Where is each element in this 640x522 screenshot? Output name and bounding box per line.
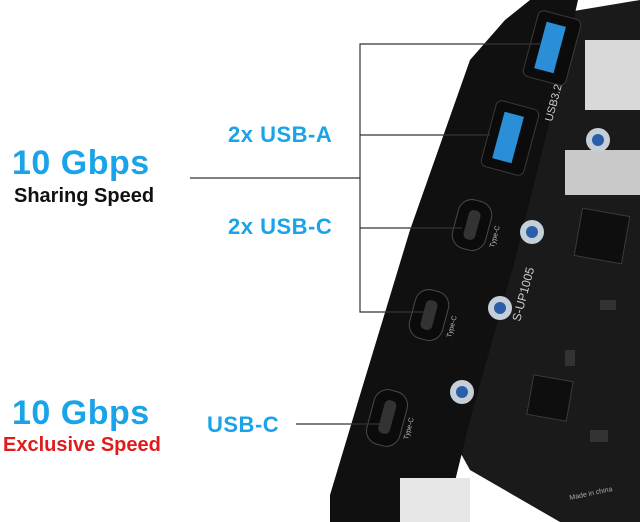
sharing-speed-value: 10 Gbps [12,144,150,182]
capacitor-3 [488,296,512,320]
controller-chip [573,207,631,265]
exclusive-speed-value: 10 Gbps [12,394,150,432]
component-1 [600,300,616,310]
capacitor-4 [450,380,474,404]
usb-c-port-1 [451,199,493,251]
callout-lines [190,43,540,425]
sharing-speed-caption: Sharing Speed [14,185,155,207]
usb-c-port-3 [365,389,409,447]
capacitor-1 [586,128,610,152]
bracket-tab-mid [565,150,640,195]
usb-a-port-2 [480,100,540,176]
exclusive-speed-caption: Exclusive Speed [3,434,161,456]
usb-c-port-2 [408,289,450,341]
usb-a-port-1 [522,10,582,86]
bracket-tab-top [585,40,640,110]
component-3 [590,430,608,442]
component-2 [565,350,575,366]
usb-c-exclusive-label: USB-C [207,412,280,437]
capacitor-2 [520,220,544,244]
bracket-tab-bottom [400,478,470,522]
usb-a-count-label: 2x USB-A [228,122,333,147]
usb-c-shared-count-label: 2x USB-C [228,214,333,239]
secondary-chip [526,374,574,422]
